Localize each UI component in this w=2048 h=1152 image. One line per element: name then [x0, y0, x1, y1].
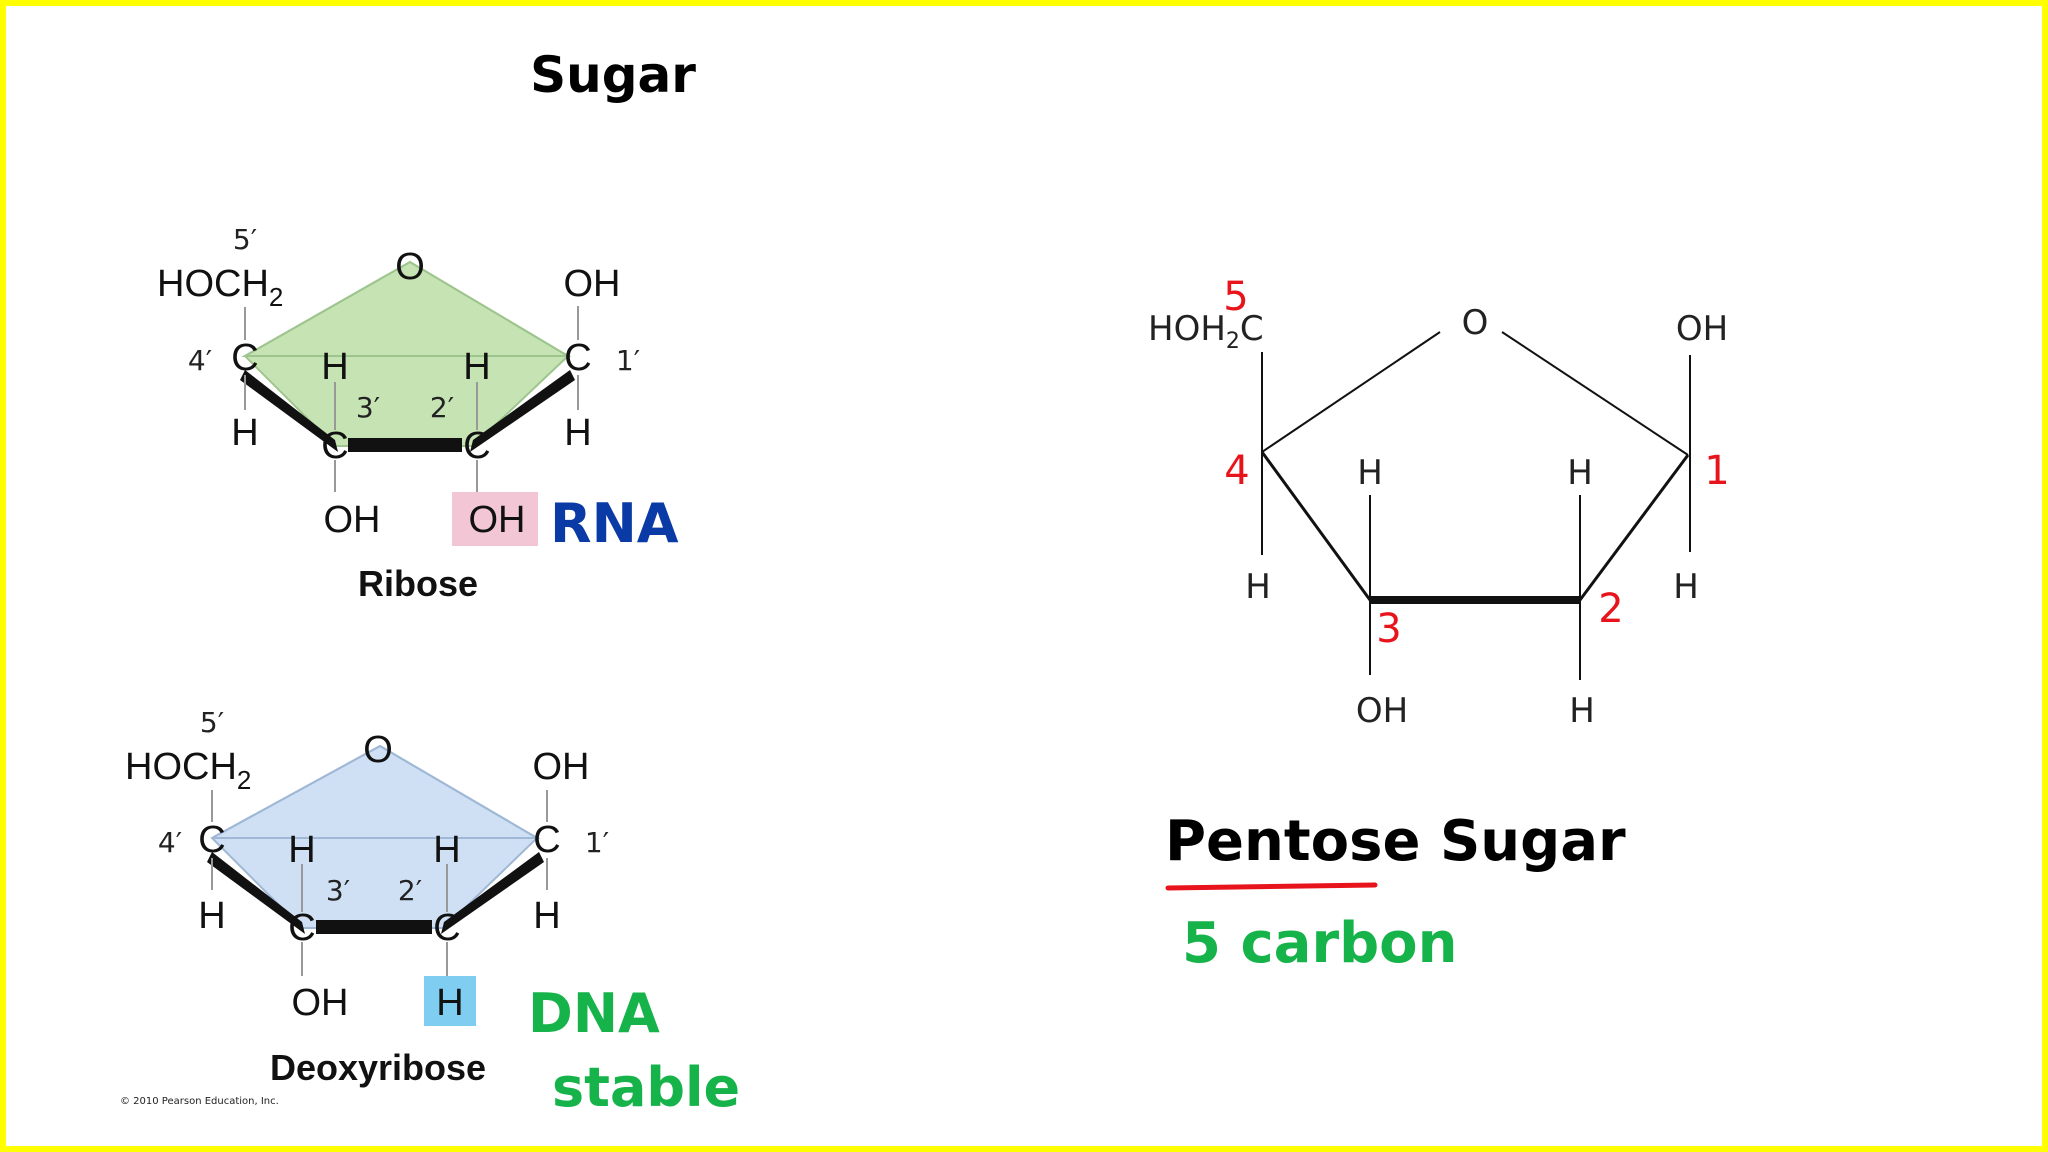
deoxy-c3-h: H	[288, 829, 315, 871]
ribose-prime-1: 1′	[616, 344, 640, 377]
deoxy-c1: C	[533, 819, 560, 861]
ribose-prime-2: 2′	[430, 391, 454, 424]
ribose-prime-3: 3′	[356, 391, 380, 424]
deoxyribose-structure: 5′ HOCH2 O OH 4′ C C 1′ H H H H 3′ 2′ C …	[120, 706, 609, 1107]
pentose-bond-c4-o	[1261, 331, 1441, 453]
ribose-label: Ribose	[358, 563, 478, 604]
pentose-structure: HOH2C O OH H H H H OH H 5 4 1 3 2	[1148, 274, 1730, 731]
deoxy-ring-oxygen: O	[363, 729, 393, 771]
carbon-number-3: 3	[1376, 606, 1401, 652]
slide-canvas: Sugar 5′ HOCH2 O OH 4′ C C 1′ H H H H 3′…	[120, 46, 1730, 1119]
slide-title: Sugar	[530, 46, 696, 104]
pentose-c2-h: H	[1567, 453, 1593, 493]
five-carbon-caption: 5 carbon	[1182, 911, 1458, 976]
ribose-c3-h: H	[321, 346, 348, 388]
ribose-c3-oh: OH	[324, 499, 381, 541]
ribose-c2-h: H	[463, 346, 490, 388]
ribose-c4-h: H	[231, 412, 258, 454]
ribose-hoch2-label: HOCH2	[157, 263, 283, 312]
ribose-c2-oh: OH	[469, 499, 526, 541]
deoxy-c3: C	[288, 907, 315, 949]
deoxy-prime-2: 2′	[398, 874, 422, 907]
ribose-c3: C	[321, 425, 348, 467]
carbon-number-4: 4	[1224, 448, 1249, 494]
deoxy-2h-highlight	[424, 976, 476, 1026]
ribose-wedge-right	[470, 370, 575, 452]
ribose-ring-oxygen: O	[395, 246, 425, 288]
deoxy-c3-oh: OH	[292, 982, 349, 1024]
pentose-bond-c4-c3	[1260, 451, 1372, 601]
pentose-sugar-caption: Pentose Sugar	[1165, 809, 1626, 874]
carbon-number-1: 1	[1704, 448, 1729, 494]
pentose-bond-c1-c2	[1578, 454, 1690, 601]
deoxy-prime-3: 3′	[326, 874, 350, 907]
deoxy-c1-h: H	[533, 895, 560, 937]
dna-annotation: DNA	[528, 982, 660, 1045]
ribose-bold-bond	[348, 438, 462, 452]
pentose-c1-oh: OH	[1676, 309, 1728, 349]
ribose-structure: 5′ HOCH2 O OH 4′ C C 1′ H H H H 3′ 2′ C …	[157, 223, 640, 604]
deoxy-wedge-right	[441, 852, 544, 934]
ribose-ring-top-bonds	[241, 260, 572, 357]
deoxy-prime-5: 5′	[200, 706, 224, 739]
deoxy-c2-h-bottom: H	[436, 982, 463, 1024]
ribose-2oh-highlight	[452, 492, 538, 546]
deoxy-prime-1: 1′	[585, 826, 609, 859]
pentose-ring-oxygen: O	[1462, 303, 1489, 343]
deoxy-c2-h: H	[433, 829, 460, 871]
pentose-c4-h: H	[1245, 567, 1271, 607]
pentose-c3-h: H	[1357, 453, 1383, 493]
carbon-number-2: 2	[1598, 586, 1623, 632]
ribose-c1-h: H	[564, 412, 591, 454]
ribose-prime-4: 4′	[188, 344, 212, 377]
pentose-c1-h: H	[1673, 567, 1699, 607]
pentose-c3-oh: OH	[1356, 691, 1408, 731]
rna-annotation: RNA	[550, 492, 679, 555]
deoxy-hoch2-label: HOCH2	[125, 746, 251, 795]
deoxy-prime-4: 4′	[158, 826, 182, 859]
carbon-number-5: 5	[1223, 274, 1248, 320]
deoxy-ring-top-bonds	[211, 744, 541, 839]
pentose-c2-h-bottom: H	[1569, 691, 1595, 731]
ribose-wedge-left	[240, 370, 338, 452]
ribose-prime-5: 5′	[233, 223, 257, 256]
pentose-hoh2c: HOH2C	[1148, 309, 1264, 354]
deoxy-c4: C	[198, 819, 225, 861]
copyright-note: © 2010 Pearson Education, Inc.	[120, 1096, 279, 1107]
ribose-c2: C	[463, 425, 490, 467]
deoxy-c2: C	[433, 907, 460, 949]
deoxy-wedge-left	[207, 852, 305, 934]
ribose-c1-oh: OH	[564, 263, 621, 305]
ribose-c4: C	[231, 337, 258, 379]
pentose-underline	[1165, 882, 1378, 891]
pentose-bond-o-c1	[1501, 331, 1689, 456]
deoxy-c4-h: H	[198, 895, 225, 937]
deoxy-c1-oh: OH	[533, 746, 590, 788]
stable-annotation: stable	[552, 1056, 740, 1119]
deoxy-bold-bond	[316, 920, 432, 934]
ribose-c1: C	[564, 337, 591, 379]
deoxyribose-label: Deoxyribose	[270, 1047, 486, 1088]
